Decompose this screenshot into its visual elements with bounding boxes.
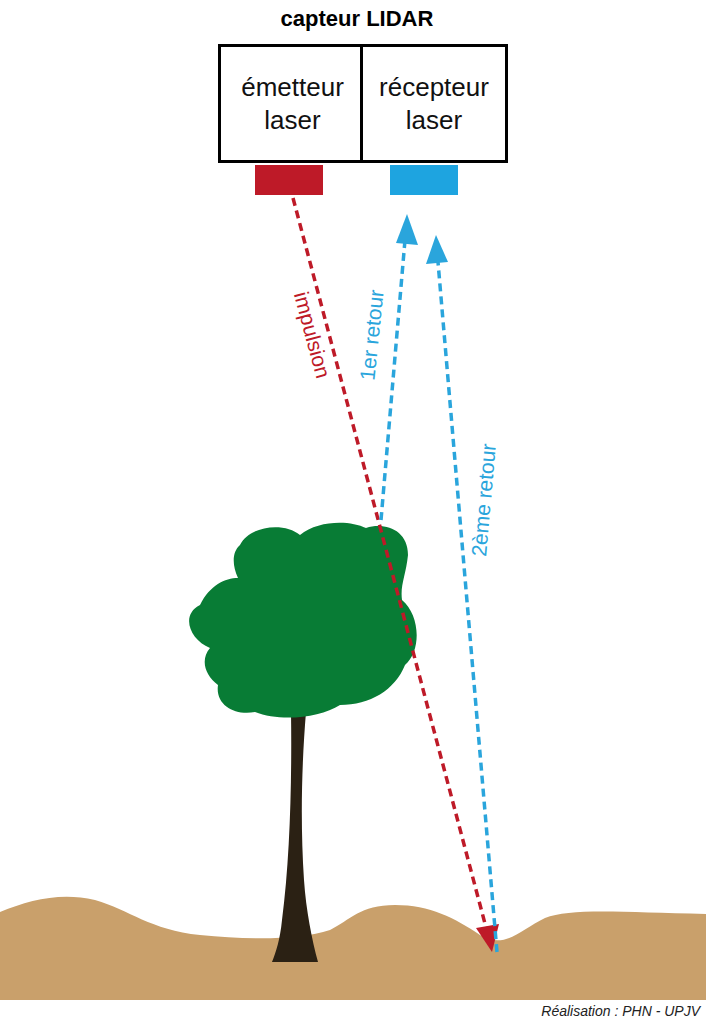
emitter-lens xyxy=(255,165,323,195)
node-text: émetteur laser xyxy=(221,71,364,136)
tree-crown xyxy=(189,523,417,718)
tree-trunk xyxy=(272,712,318,962)
node-text: récepteur laser xyxy=(363,71,505,136)
pulse-label: impulsion xyxy=(288,286,336,384)
pulse-line xyxy=(293,198,488,935)
second-return-arrowhead xyxy=(426,235,448,264)
receiver-box: récepteur laser xyxy=(360,44,508,163)
ground xyxy=(0,897,706,1000)
second-return-line xyxy=(438,262,497,952)
credit-caption: Réalisation : PHN - UPJV xyxy=(541,1003,700,1019)
first-return-label: 1er retour xyxy=(355,285,389,384)
receiver-lens xyxy=(390,165,458,195)
second-return-label: 2ème retour xyxy=(467,440,501,561)
first-return-line xyxy=(381,240,405,520)
diagram-title: capteur LIDAR xyxy=(281,6,434,32)
emitter-box: émetteur laser xyxy=(218,44,367,163)
first-return-arrowhead xyxy=(396,214,418,245)
